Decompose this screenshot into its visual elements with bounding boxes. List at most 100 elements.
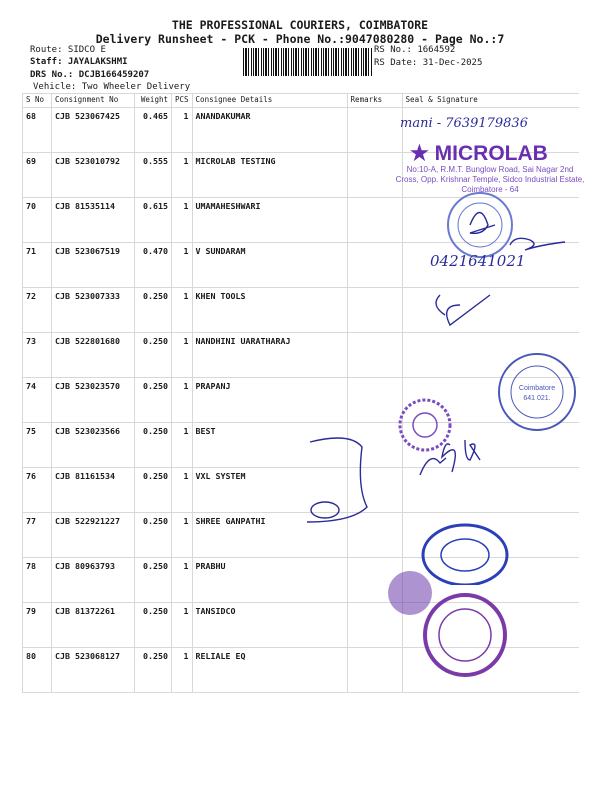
cell-consignee: V SUNDARAM — [191, 242, 348, 288]
cell-weight: 0.250 — [134, 467, 172, 513]
microlab-address: No:10-A, R.M.T. Bunglow Road, Sai Nagar … — [395, 165, 585, 194]
cell-pcs: 1 — [171, 287, 193, 333]
rs-date: RS Date: 31-Dec-2025 — [374, 58, 483, 68]
cell-sno: 75 — [22, 422, 52, 468]
cell-remarks — [346, 242, 403, 288]
cell-pcs: 1 — [171, 512, 193, 558]
cell-sno: 80 — [22, 647, 52, 693]
cell-sno: 74 — [22, 377, 52, 423]
cell-consignment: CJB 523067519 — [51, 242, 135, 288]
cell-consignee: RELIALE EQ — [191, 647, 348, 693]
runsheet-table: S No Consignment No Weight PCS Consignee… — [22, 93, 579, 693]
cell-consignment: CJB 80963793 — [51, 557, 135, 603]
cell-consignee: MICROLAB TESTING — [191, 152, 348, 198]
microlab-stamp-text: MICROLAB — [434, 142, 548, 165]
cell-sno: 76 — [22, 467, 52, 513]
cell-consignment: CJB 523067425 — [51, 107, 135, 153]
svg-text:641 021.: 641 021. — [523, 395, 550, 402]
cell-sno: 77 — [22, 512, 52, 558]
cell-weight: 0.250 — [134, 287, 172, 333]
cell-remarks — [346, 152, 403, 198]
cell-consignee: SHREE GANPATHI — [191, 512, 348, 558]
cell-seal — [401, 197, 579, 243]
cell-remarks — [346, 467, 403, 513]
cell-sno: 69 — [22, 152, 52, 198]
cell-pcs: 1 — [171, 197, 193, 243]
cell-sno: 79 — [22, 602, 52, 648]
cell-consignment: CJB 523010792 — [51, 152, 135, 198]
company-title: THE PROFESSIONAL COURIERS, COIMBATORE — [171, 18, 429, 32]
cell-consignee: UMAMAHESHWARI — [191, 197, 348, 243]
cell-pcs: 1 — [171, 647, 193, 693]
cell-consignment: CJB 81161534 — [51, 467, 135, 513]
microlab-stamp: ★ MICROLAB — [410, 142, 548, 165]
rs-number: RS No.: 1664592 — [374, 45, 456, 55]
staff: Staff: JAYALAKSHMI — [30, 57, 128, 67]
table-header: S No Consignment No Weight PCS Consignee… — [22, 93, 579, 108]
col-remarks: Remarks — [346, 93, 403, 108]
cell-consignment: CJB 522801680 — [51, 332, 135, 378]
cell-pcs: 1 — [171, 557, 193, 603]
cell-pcs: 1 — [171, 242, 193, 288]
cell-consignment: CJB 523068127 — [51, 647, 135, 693]
runsheet-subtitle: Delivery Runsheet - PCK - Phone No.:9047… — [95, 32, 505, 46]
cell-remarks — [346, 287, 403, 333]
cell-weight: 0.250 — [134, 422, 172, 468]
cell-weight: 0.250 — [134, 602, 172, 648]
blue-seal-icon — [421, 523, 509, 585]
cell-consignment: CJB 81535114 — [51, 197, 135, 243]
cell-pcs: 1 — [171, 422, 193, 468]
cell-remarks — [346, 332, 403, 378]
cell-sno: 73 — [22, 332, 52, 378]
cell-remarks — [346, 422, 403, 468]
svg-text:Coimbatore: Coimbatore — [519, 385, 555, 392]
purple-small-seal-icon — [388, 571, 432, 615]
cell-consignee: PRAPANJ — [191, 377, 348, 423]
purple-seal-icon — [398, 398, 452, 452]
cell-seal — [401, 107, 579, 153]
col-pcs: PCS — [171, 93, 193, 108]
cell-weight: 0.615 — [134, 197, 172, 243]
cell-sno: 70 — [22, 197, 52, 243]
barcode — [243, 48, 373, 76]
cell-pcs: 1 — [171, 467, 193, 513]
cell-consignment: CJB 523023570 — [51, 377, 135, 423]
cell-consignment: CJB 523007333 — [51, 287, 135, 333]
round-seal-icon — [447, 192, 513, 258]
cell-sno: 68 — [22, 107, 52, 153]
cell-remarks — [346, 647, 403, 693]
cell-weight: 0.470 — [134, 242, 172, 288]
vehicle: Vehicle: Two Wheeler Delivery — [33, 82, 191, 92]
col-weight: Weight — [134, 93, 172, 108]
cell-weight: 0.250 — [134, 377, 172, 423]
cell-consignee: KHEN TOOLS — [191, 287, 348, 333]
cell-weight: 0.250 — [134, 332, 172, 378]
cell-weight: 0.250 — [134, 647, 172, 693]
handwritten-marks-icon — [306, 437, 481, 523]
cell-consignee: VXL SYSTEM — [191, 467, 348, 513]
col-sno: S No — [22, 93, 52, 108]
handwritten-number: 0421641021 — [430, 252, 526, 270]
cell-pcs: 1 — [171, 152, 193, 198]
cell-consignee: PRABHU — [191, 557, 348, 603]
cell-consignment: CJB 522921227 — [51, 512, 135, 558]
route: Route: SIDCO E — [30, 45, 106, 55]
cell-pcs: 1 — [171, 332, 193, 378]
cell-seal — [401, 287, 579, 333]
cell-remarks — [346, 197, 403, 243]
cell-seal — [401, 467, 579, 513]
cell-weight: 0.250 — [134, 512, 172, 558]
col-consignment: Consignment No — [51, 93, 135, 108]
cell-seal — [401, 152, 579, 198]
col-seal: Seal & Signature — [401, 93, 579, 108]
cell-sno: 71 — [22, 242, 52, 288]
cell-consignee: ANANDAKUMAR — [191, 107, 348, 153]
